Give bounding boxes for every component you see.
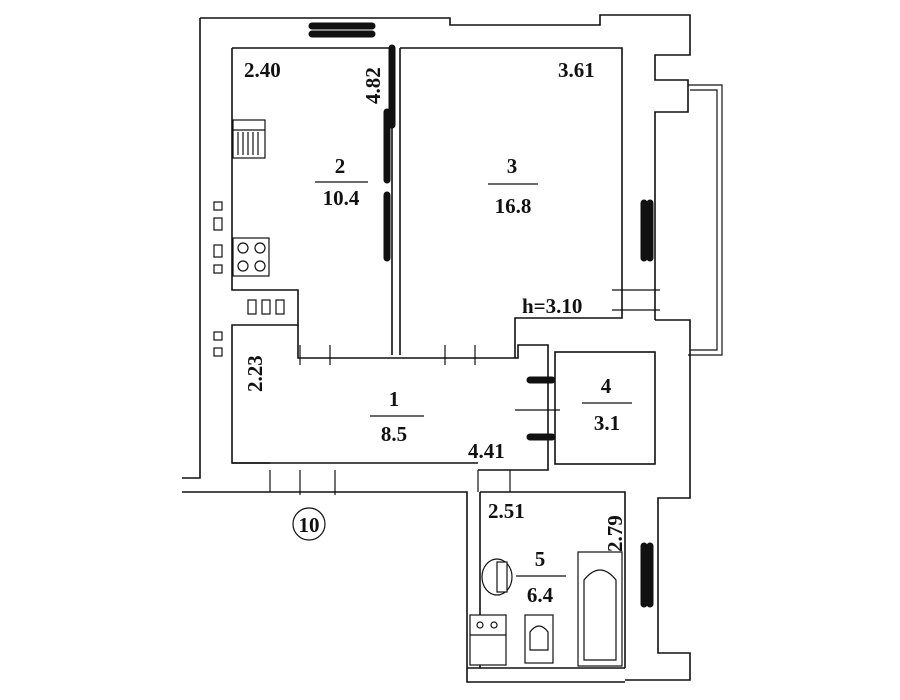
bathtub-icon — [577, 551, 623, 667]
balcony — [688, 84, 723, 356]
room-label-2: 2 10.4 — [315, 154, 368, 210]
room-number: 2 — [335, 154, 346, 178]
apartment-number-text: 10 — [299, 513, 320, 537]
stove-icon — [232, 237, 270, 277]
kitchen-fixtures — [213, 119, 285, 357]
partition — [383, 44, 396, 262]
room-area: 8.5 — [381, 422, 407, 446]
door-openings — [269, 289, 660, 495]
room-label-3: 3 16.8 — [488, 154, 538, 218]
bath-length: 2.79 — [603, 515, 627, 552]
washbasin-icon — [524, 614, 554, 664]
room-area: 3.1 — [594, 411, 620, 435]
bath-width: 2.51 — [488, 499, 525, 523]
hall-length: 4.41 — [468, 439, 505, 463]
living-width: 3.61 — [558, 58, 595, 82]
room-label-5: 5 6.4 — [516, 547, 566, 607]
room-area: 6.4 — [527, 583, 554, 607]
cabinet-icons — [247, 299, 285, 315]
kitchen-width: 2.40 — [244, 58, 281, 82]
hall-width: 2.23 — [243, 355, 267, 392]
washer-icon — [469, 614, 507, 666]
room-number: 5 — [535, 547, 546, 571]
apartment-number: 10 — [292, 507, 326, 541]
ceiling-height: h=3.10 — [522, 294, 582, 318]
room-area: 16.8 — [495, 194, 532, 218]
radiator-icons — [213, 201, 223, 357]
room-label-4: 4 3.1 — [582, 374, 632, 435]
kitchen-length: 4.82 — [361, 67, 385, 104]
room-number: 3 — [507, 154, 518, 178]
bathroom-fixtures — [469, 551, 623, 667]
room-number: 4 — [601, 374, 612, 398]
sink-lines — [233, 129, 265, 155]
windows — [308, 22, 654, 608]
room-number: 1 — [389, 387, 400, 411]
room-label-1: 1 8.5 — [370, 387, 424, 446]
room-area: 10.4 — [323, 186, 360, 210]
